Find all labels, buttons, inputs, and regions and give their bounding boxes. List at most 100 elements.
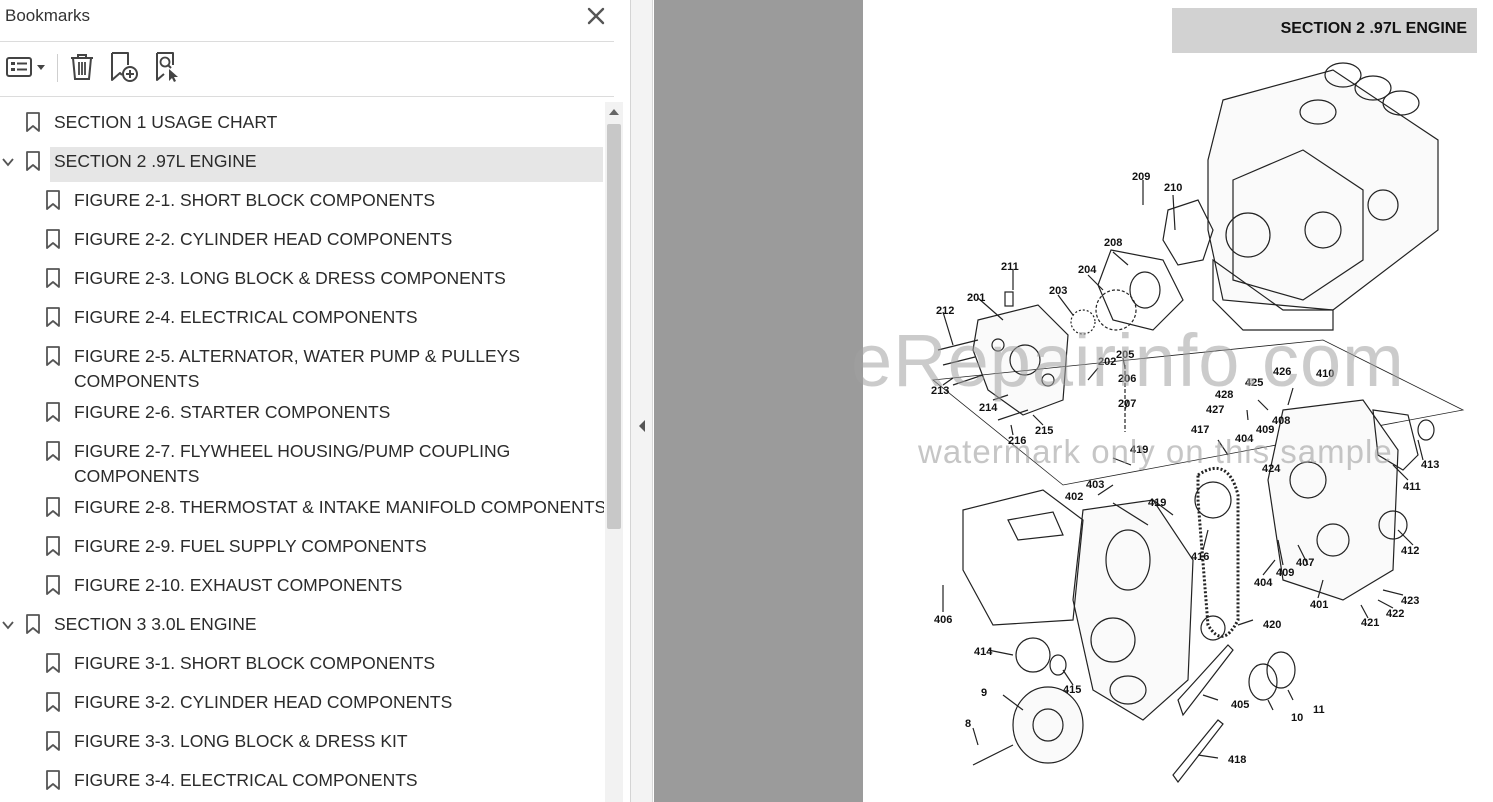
part-number: 206 bbox=[1118, 373, 1136, 385]
part-number: 401 bbox=[1310, 599, 1328, 611]
bookmark-icon bbox=[46, 402, 60, 422]
bookmark-item-figure-2-8[interactable]: FIGURE 2-8. THERMOSTAT & INTAKE MANIFOLD… bbox=[0, 495, 604, 527]
bookmark-icon bbox=[46, 575, 60, 595]
part-number: 417 bbox=[1191, 424, 1209, 436]
bookmark-item-section-1[interactable]: SECTION 1 USAGE CHART bbox=[0, 110, 604, 142]
part-number: 415 bbox=[1063, 684, 1081, 696]
part-number: 213 bbox=[931, 385, 949, 397]
part-number: 423 bbox=[1401, 595, 1419, 607]
part-number: 212 bbox=[936, 305, 954, 317]
options-menu-button[interactable] bbox=[4, 50, 48, 84]
part-number: 404 bbox=[1254, 577, 1273, 589]
panel-splitter[interactable] bbox=[631, 0, 653, 802]
bookmark-item-figure-2-2[interactable]: FIGURE 2-2. CYLINDER HEAD COMPONENTS bbox=[0, 227, 604, 259]
part-number: 403 bbox=[1086, 479, 1104, 491]
bookmark-label: SECTION 2 .97L ENGINE bbox=[54, 151, 257, 171]
trash-icon bbox=[71, 54, 93, 80]
bookmark-scrollbar[interactable] bbox=[605, 102, 623, 802]
part-number: 421 bbox=[1361, 617, 1379, 629]
bookmark-item-figure-2-7[interactable]: FIGURE 2-7. FLYWHEEL HOUSING/PUMP COUPLI… bbox=[0, 439, 604, 491]
bookmark-label: FIGURE 3-3. LONG BLOCK & DRESS KIT bbox=[74, 731, 408, 751]
toolbar-bottom-divider bbox=[0, 96, 614, 97]
bookmark-icon bbox=[46, 692, 60, 712]
part-number: 422 bbox=[1386, 608, 1404, 620]
bookmark-item-figure-3-4[interactable]: FIGURE 3-4. ELECTRICAL COMPONENTS bbox=[0, 768, 604, 800]
bookmark-icon bbox=[46, 229, 60, 249]
find-current-bookmark-button[interactable] bbox=[150, 50, 184, 84]
bookmark-label: FIGURE 3-2. CYLINDER HEAD COMPONENTS bbox=[74, 692, 453, 712]
part-number: 416 bbox=[1191, 551, 1209, 563]
bookmark-item-figure-2-4[interactable]: FIGURE 2-4. ELECTRICAL COMPONENTS bbox=[0, 305, 604, 337]
bookmark-item-figure-2-3[interactable]: FIGURE 2-3. LONG BLOCK & DRESS COMPONENT… bbox=[0, 266, 604, 298]
chevron-down-icon[interactable] bbox=[1, 155, 15, 169]
part-number: 419 bbox=[1148, 497, 1166, 509]
selection-highlight bbox=[50, 147, 603, 182]
bookmark-icon bbox=[46, 653, 60, 673]
section-header-tab: SECTION 2 .97L ENGINE bbox=[1172, 8, 1477, 53]
bookmark-icon bbox=[46, 770, 60, 790]
new-bookmark-button[interactable] bbox=[106, 50, 142, 84]
bookmark-label: FIGURE 2-6. STARTER COMPONENTS bbox=[74, 402, 391, 422]
bookmark-label: FIGURE 2-9. FUEL SUPPLY COMPONENTS bbox=[74, 536, 427, 556]
part-number: 202 bbox=[1098, 356, 1116, 368]
part-number: 425 bbox=[1245, 377, 1263, 389]
bookmark-item-section-3[interactable]: SECTION 3 3.0L ENGINE bbox=[0, 612, 604, 644]
find-current-bookmark-icon bbox=[156, 52, 178, 82]
add-bookmark-icon bbox=[111, 52, 138, 82]
part-number: 427 bbox=[1206, 404, 1224, 416]
chevron-up-icon bbox=[609, 109, 619, 115]
part-number: 203 bbox=[1049, 285, 1067, 297]
bookmark-icon bbox=[46, 346, 60, 366]
bookmark-icon bbox=[46, 441, 60, 461]
part-number: 428 bbox=[1215, 389, 1233, 401]
part-number: 209 bbox=[1132, 171, 1150, 183]
part-number: 426 bbox=[1273, 366, 1291, 378]
header-divider bbox=[0, 41, 614, 42]
bookmark-item-figure-2-5[interactable]: FIGURE 2-5. ALTERNATOR, WATER PUMP & PUL… bbox=[0, 344, 604, 396]
bookmark-icon bbox=[26, 151, 40, 171]
close-panel-button[interactable] bbox=[584, 4, 608, 28]
bookmark-item-figure-2-6[interactable]: FIGURE 2-6. STARTER COMPONENTS bbox=[0, 400, 604, 432]
part-number: 10 bbox=[1291, 712, 1303, 724]
part-number: 8 bbox=[965, 718, 971, 730]
bookmark-label: SECTION 1 USAGE CHART bbox=[54, 112, 278, 132]
part-number: 211 bbox=[1001, 261, 1019, 273]
part-number: 405 bbox=[1231, 699, 1249, 711]
bookmark-label: FIGURE 2-2. CYLINDER HEAD COMPONENTS bbox=[74, 229, 453, 249]
scroll-thumb[interactable] bbox=[607, 124, 621, 529]
bookmark-icon bbox=[46, 731, 60, 751]
bookmark-item-figure-2-1[interactable]: FIGURE 2-1. SHORT BLOCK COMPONENTS bbox=[0, 188, 604, 220]
bookmark-item-figure-2-9[interactable]: FIGURE 2-9. FUEL SUPPLY COMPONENTS bbox=[0, 534, 604, 566]
bookmark-item-figure-2-10[interactable]: FIGURE 2-10. EXHAUST COMPONENTS bbox=[0, 573, 604, 605]
bookmark-item-section-2[interactable]: SECTION 2 .97L ENGINE bbox=[0, 147, 604, 182]
bookmarks-toolbar bbox=[0, 46, 631, 90]
watermark-main: eRepairinfo.com bbox=[851, 319, 1405, 402]
part-number: 205 bbox=[1116, 349, 1134, 361]
bookmarks-panel: Bookmarks bbox=[0, 0, 631, 802]
part-number: 407 bbox=[1296, 557, 1314, 569]
part-number: 420 bbox=[1263, 619, 1281, 631]
bookmark-item-figure-3-1[interactable]: FIGURE 3-1. SHORT BLOCK COMPONENTS bbox=[0, 651, 604, 683]
scroll-up-button[interactable] bbox=[605, 102, 623, 122]
part-number: 216 bbox=[1008, 435, 1026, 447]
bookmark-item-figure-3-3[interactable]: FIGURE 3-3. LONG BLOCK & DRESS KIT bbox=[0, 729, 604, 761]
section-header-text: SECTION 2 .97L ENGINE bbox=[1280, 20, 1467, 37]
delete-bookmark-button[interactable] bbox=[66, 50, 98, 84]
bookmark-item-figure-3-2[interactable]: FIGURE 3-2. CYLINDER HEAD COMPONENTS bbox=[0, 690, 604, 722]
part-number: 419 bbox=[1130, 444, 1148, 456]
part-number: 411 bbox=[1403, 481, 1421, 493]
bookmark-label: FIGURE 3-4. ELECTRICAL COMPONENTS bbox=[74, 770, 418, 790]
bookmark-label: FIGURE 2-7. FLYWHEEL HOUSING/PUMP COUPLI… bbox=[74, 441, 511, 461]
collapse-panel-icon[interactable] bbox=[637, 418, 647, 434]
engine-exploded-diagram: 209 210 208 211 204 203 201 212 202 205 … bbox=[931, 62, 1465, 784]
bookmark-icon bbox=[26, 614, 40, 634]
bookmark-label: FIGURE 2-1. SHORT BLOCK COMPONENTS bbox=[74, 190, 436, 210]
part-number: 409 bbox=[1256, 424, 1274, 436]
part-number: 406 bbox=[934, 614, 952, 626]
bookmark-label-line-2: COMPONENTS bbox=[74, 371, 200, 391]
part-number: 410 bbox=[1316, 368, 1334, 380]
chevron-down-icon[interactable] bbox=[1, 618, 15, 632]
part-number: 204 bbox=[1078, 264, 1097, 276]
bookmark-label: FIGURE 2-3. LONG BLOCK & DRESS COMPONENT… bbox=[74, 268, 506, 288]
part-number: 210 bbox=[1164, 182, 1182, 194]
